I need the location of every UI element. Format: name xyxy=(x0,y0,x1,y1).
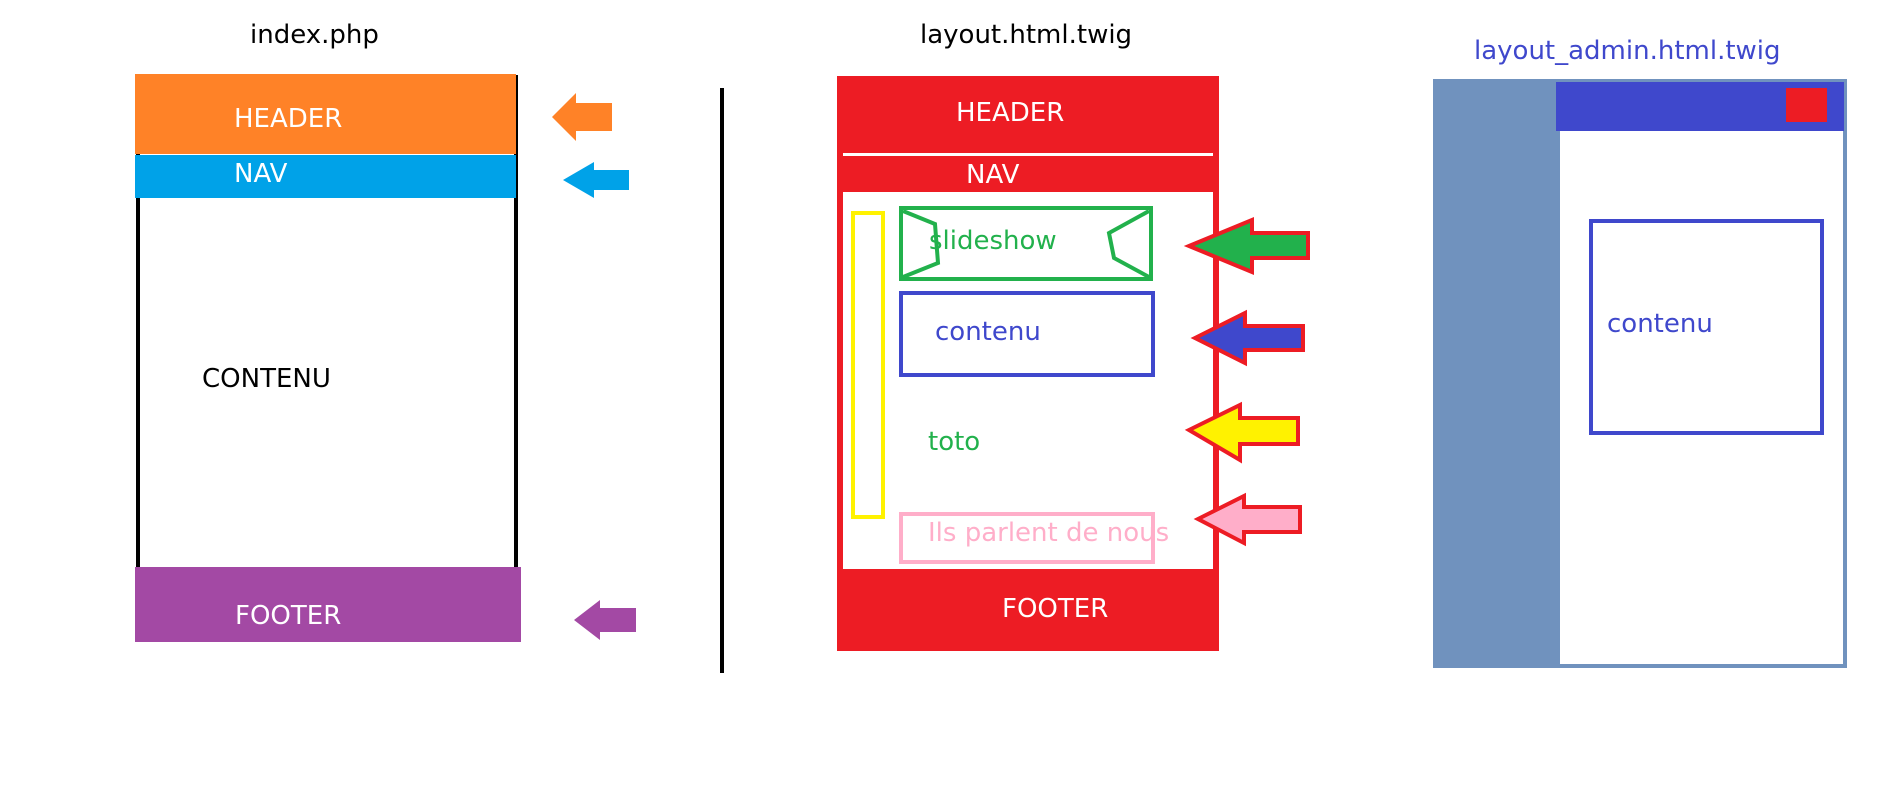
index-footer-label: FOOTER xyxy=(235,601,342,631)
slideshow-box xyxy=(899,206,1153,281)
layout-contenu-box xyxy=(899,291,1155,377)
admin-title: layout_admin.html.twig xyxy=(1474,36,1781,66)
layout-nav-label: NAV xyxy=(966,160,1020,190)
index-nav-block xyxy=(135,155,516,198)
arrow-toto-icon xyxy=(1184,401,1300,464)
arrow-slideshow-icon xyxy=(1183,217,1310,275)
index-content-label: CONTENU xyxy=(202,364,331,394)
ils-parlent-label: Ils parlent de nous xyxy=(928,518,1170,548)
index-title: index.php xyxy=(250,20,379,50)
layout-header-label: HEADER xyxy=(956,98,1065,128)
index-footer-block xyxy=(135,567,521,642)
arrow-footer-index-icon xyxy=(574,600,636,640)
admin-topbar-square xyxy=(1786,88,1827,122)
layout-header-divider xyxy=(843,153,1213,156)
arrow-nav-index-icon xyxy=(563,162,629,198)
index-nav-label: NAV xyxy=(234,159,288,189)
toto-label: toto xyxy=(928,427,981,457)
ils-parlent-box xyxy=(899,512,1155,564)
layout-sidebar-box xyxy=(851,211,885,519)
admin-contenu-box xyxy=(1589,219,1824,435)
index-header-block xyxy=(135,74,516,154)
arrow-header-index-icon xyxy=(552,93,612,141)
admin-contenu-label: contenu xyxy=(1607,309,1713,339)
layout-title: layout.html.twig xyxy=(920,20,1133,50)
index-header-label: HEADER xyxy=(234,104,343,134)
layout-contenu-label: contenu xyxy=(935,317,1041,347)
arrow-contenu-icon xyxy=(1190,309,1305,367)
index-frame xyxy=(136,75,518,641)
slideshow-label: slideshow xyxy=(929,226,1057,256)
layout-footer-label: FOOTER xyxy=(1002,594,1109,624)
panel-divider xyxy=(720,88,724,673)
arrow-ils-parlent-icon xyxy=(1193,492,1302,547)
